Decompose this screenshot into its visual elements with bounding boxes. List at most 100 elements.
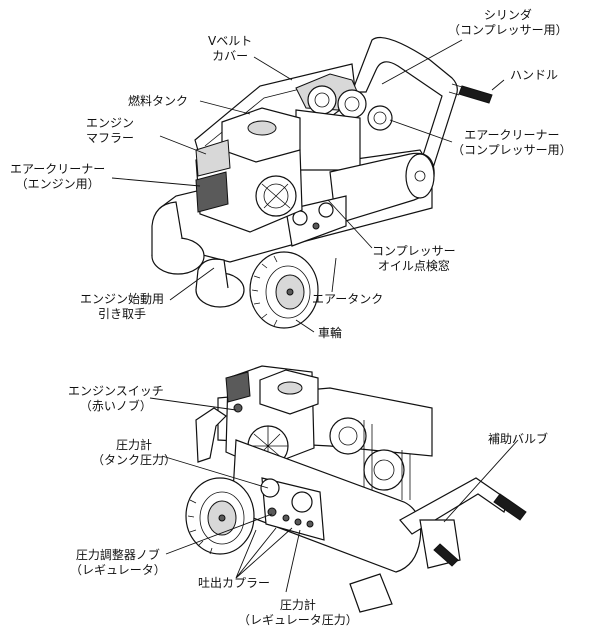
- leader-engine-muffler: [159, 135, 207, 155]
- label-air-cleaner-compressor-line1: エアークリーナー: [464, 128, 560, 142]
- label-wheel-line1: 車輪: [318, 326, 343, 340]
- label-auxiliary-valve: 補助バルブ: [488, 432, 548, 447]
- lower-wheel-tread-inner: [199, 491, 245, 545]
- label-pressure-gauge-regulator: 圧力計 （レギュレータ圧力）: [238, 598, 358, 628]
- label-handle-line1: ハンドル: [510, 68, 559, 82]
- cylinder-head-left: [307, 85, 337, 115]
- handle-grip-joint: [448, 83, 463, 96]
- wheel-tread-marks: [251, 255, 278, 327]
- lower-fuel-cap: [277, 381, 303, 395]
- leader-wheel: [295, 319, 315, 333]
- fuel-cap: [247, 120, 277, 136]
- label-engine-switch: エンジンスイッチ （赤いノブ）: [68, 384, 164, 414]
- label-fuel-tank: 燃料タンク: [128, 94, 188, 109]
- lower-cylinder-left-hub: [338, 426, 358, 446]
- leader-air-tank: [331, 257, 337, 293]
- auxiliary-valve-handle: [433, 543, 459, 567]
- regulator-pressure-gauge: [291, 491, 313, 513]
- outlet-coupler-2: [294, 518, 302, 526]
- recoil-grille: [261, 183, 291, 209]
- label-wheel: 車輪: [318, 326, 342, 341]
- label-compressor-oil-window: コンプレッサー オイル点検窓: [372, 244, 456, 274]
- regulator-knob-small: [312, 222, 320, 230]
- cylinder-head-center: [337, 89, 367, 119]
- lower-leader-lines: [149, 397, 519, 593]
- cylinder-head-center-hub: [344, 96, 360, 112]
- engine-muffler: [195, 139, 231, 177]
- label-pressure-gauge-tank: 圧力計 （タンク圧力）: [92, 438, 176, 468]
- label-engine-starter-grip: エンジン始動用 引き取手: [80, 292, 164, 322]
- label-v-belt-cover-line2: カバー: [212, 49, 249, 63]
- leader-outlet-coupler: [235, 527, 293, 579]
- label-engine-muffler-line2: マフラー: [86, 131, 135, 145]
- label-pressure-gauge-regulator-line1: 圧力計: [279, 598, 316, 612]
- label-air-cleaner-engine: エアークリーナー （エンジン用）: [10, 162, 105, 192]
- upper-compressor-illustration: [151, 36, 493, 329]
- label-cylinder: シリンダ （コンプレッサー用）: [448, 8, 568, 38]
- label-outlet-coupler: 吐出カプラー: [198, 576, 270, 591]
- lower-foot: [349, 573, 393, 613]
- label-engine-muffler: エンジン マフラー: [86, 116, 134, 146]
- label-air-tank: エアータンク: [312, 292, 383, 307]
- label-regulator-knob-line2: （レギュレータ）: [70, 563, 166, 577]
- leader-regulator-pressure-gauge: [285, 529, 301, 593]
- handle-grip: [458, 85, 493, 104]
- gauge-right: [318, 202, 334, 218]
- leader-tank-pressure-gauge: [161, 455, 269, 489]
- lower-cylinder-fins: [363, 420, 411, 500]
- leader-engine-switch: [149, 397, 237, 411]
- lower-engine-top-cover: [225, 371, 251, 403]
- label-fuel-tank-line1: 燃料タンク: [128, 94, 189, 108]
- lower-left-handle: [195, 407, 227, 463]
- leader-auxiliary-valve: [443, 439, 519, 523]
- leader-cylinder: [381, 39, 463, 85]
- label-regulator-knob-line1: 圧力調整器ノブ: [75, 548, 160, 562]
- label-cylinder-line1: シリンダ: [483, 8, 532, 22]
- lower-wheel-tread-marks: [187, 499, 213, 555]
- compressor-air-cleaner: [367, 105, 393, 131]
- compressor-air-cleaner-hub: [373, 111, 387, 125]
- outlet-coupler-1: [282, 514, 290, 522]
- lower-cylinder-right-hub: [373, 459, 395, 481]
- lower-cylinder-left: [329, 417, 367, 455]
- label-auxiliary-valve-line1: 補助バルブ: [488, 432, 549, 446]
- leader-engine-starter-grip: [169, 267, 215, 301]
- leader-air-cleaner-compressor: [389, 119, 453, 143]
- label-air-cleaner-engine-line1: エアークリーナー: [10, 162, 106, 176]
- crankcase: [295, 109, 361, 171]
- wheel-axle: [286, 288, 294, 296]
- label-regulator-knob: 圧力調整器ノブ （レギュレータ）: [70, 548, 166, 578]
- label-v-belt-cover-line1: Vベルト: [208, 34, 253, 48]
- engine-switch-knob: [233, 403, 243, 413]
- label-air-cleaner-compressor-line2: （コンプレッサー用）: [452, 143, 572, 157]
- leader-fuel-tank: [199, 100, 251, 115]
- tank-pressure-gauge: [260, 478, 280, 498]
- air-tank-end-fitting: [414, 170, 426, 182]
- label-air-cleaner-compressor: エアークリーナー （コンプレッサー用）: [452, 128, 572, 158]
- lower-recoil-grille: [248, 426, 288, 466]
- label-v-belt-cover: Vベルト カバー: [208, 34, 252, 64]
- label-cylinder-line2: （コンプレッサー用）: [448, 23, 568, 37]
- leader-handle: [491, 79, 505, 91]
- regulator-knob: [267, 507, 277, 517]
- label-engine-starter-grip-line2: 引き取手: [98, 307, 147, 321]
- engine-air-cleaner: [195, 171, 229, 213]
- upper-leader-lines: [111, 39, 505, 333]
- label-pressure-gauge-tank-line2: （タンク圧力）: [92, 453, 177, 467]
- air-tank-end-cap: [405, 153, 435, 199]
- label-engine-switch-line2: （赤いノブ）: [79, 399, 152, 413]
- lower-compressor-illustration: [185, 365, 527, 613]
- lower-handle-grip: [493, 493, 527, 521]
- leader-v-belt-cover: [253, 56, 293, 81]
- rear-roller-upper-body: [151, 201, 183, 256]
- wheel-tread-inner: [265, 265, 311, 319]
- engine-recoil-inner: [263, 183, 289, 209]
- leader-regulator-knob: [165, 513, 273, 555]
- label-air-cleaner-engine-line2: （エンジン用）: [15, 177, 100, 191]
- label-air-tank-line1: エアータンク: [312, 292, 384, 306]
- label-pressure-gauge-regulator-line2: （レギュレータ圧力）: [238, 613, 358, 627]
- label-pressure-gauge-tank-line1: 圧力計: [116, 438, 153, 452]
- label-engine-muffler-line1: エンジン: [86, 116, 135, 130]
